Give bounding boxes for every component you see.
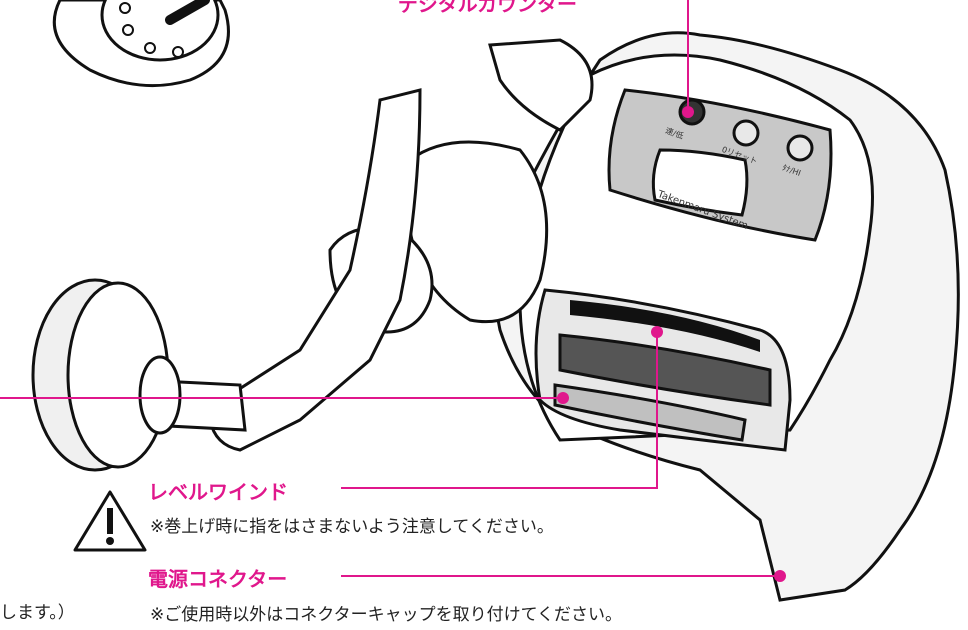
level-wind-caution: ※巻上げ時に指をはさまないよう注意してください。 (150, 517, 554, 537)
warning-triangle-icon (73, 490, 147, 552)
callout-lines (0, 0, 780, 577)
digital-counter-label: デジタルカウンター (398, 0, 577, 16)
level-wind-label: レベルワインド (148, 480, 288, 504)
spool-cap-drawing (52, 0, 230, 88)
callout-dots (557, 106, 786, 582)
left-fragment-text: します。） (0, 603, 75, 623)
reel-body-drawing (31, 31, 960, 602)
power-connector-label: 電源コネクター (148, 567, 288, 591)
connector-caution: ※ご使用時以外はコネクターキャップを取り付けてください。 (150, 605, 623, 625)
